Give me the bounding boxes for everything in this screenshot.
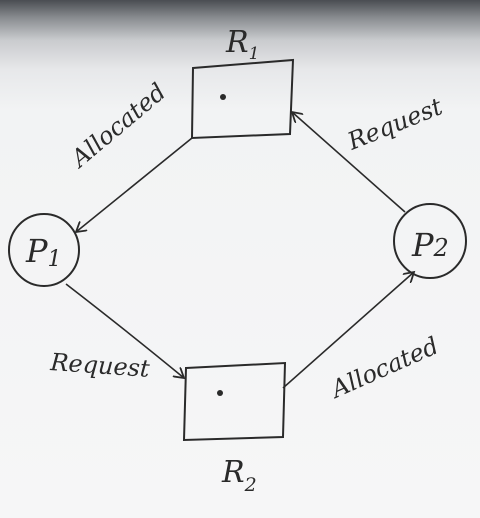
- edge-p1-to-r2: Request: [49, 283, 184, 383]
- edge-r1-p1-arrow: [76, 137, 193, 232]
- edge-p2-r1-label: Request: [343, 92, 447, 156]
- resource-r1-instance-dot: [220, 94, 226, 100]
- edge-r2-to-p2: Allocated: [282, 272, 443, 404]
- process-p1-circle: [8, 213, 80, 287]
- edge-r1-p1-label: Allocated: [64, 78, 171, 174]
- process-p2-circle: [393, 203, 467, 279]
- process-p1-label: P1: [25, 232, 62, 272]
- process-p1: P1: [8, 213, 80, 287]
- edge-r2-p2-label: Allocated: [325, 331, 442, 404]
- resource-r1: R1: [190, 25, 295, 140]
- edge-r1-to-p1: Allocated: [64, 78, 193, 232]
- resource-r1-box: [190, 58, 295, 140]
- edge-p1-r2-arrow: [65, 283, 184, 378]
- resource-r1-label: R1: [225, 25, 259, 64]
- edge-p2-to-r1: Request: [292, 92, 447, 213]
- edge-p1-r2-label: Request: [49, 348, 151, 383]
- resource-r2-label: R2: [221, 455, 257, 496]
- process-p2-label: P2: [411, 226, 449, 264]
- resource-r2-box: [182, 361, 287, 442]
- process-p2: P2: [393, 203, 467, 279]
- edge-p2-r1-arrow: [292, 112, 406, 213]
- resource-r2-instance-dot: [217, 390, 223, 396]
- resource-r2: R2: [182, 361, 287, 496]
- edge-r2-p2-arrow: [282, 272, 414, 389]
